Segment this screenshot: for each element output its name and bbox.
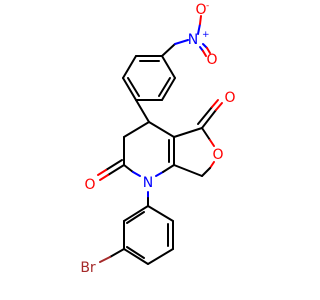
nitrophenyl-ring <box>122 55 176 101</box>
ketone-oxygen-label: O <box>224 90 235 106</box>
bond <box>161 43 176 57</box>
bond <box>161 77 176 101</box>
bond <box>206 47 211 54</box>
bond <box>174 39 189 45</box>
bond <box>202 50 207 57</box>
bond <box>201 167 211 177</box>
bond <box>199 15 202 25</box>
bond <box>97 169 107 176</box>
bond <box>99 256 111 263</box>
amide-nitrogen-label: N <box>143 175 153 191</box>
bond <box>135 99 150 123</box>
bromophenyl-ring <box>123 205 174 265</box>
bond <box>162 164 175 173</box>
amide-oxygen-label: O <box>84 177 95 193</box>
bond <box>123 121 150 138</box>
bond <box>123 248 149 265</box>
bond <box>123 205 149 222</box>
bond <box>109 248 125 258</box>
ring-oxygen-label: O <box>212 147 223 163</box>
bond <box>99 174 109 181</box>
bromine-substituent: Br <box>80 248 125 276</box>
bond-double-inner <box>126 246 145 259</box>
bond <box>201 127 211 141</box>
bond <box>201 109 217 129</box>
bond <box>148 121 175 138</box>
bond <box>197 23 201 35</box>
bond <box>123 164 134 173</box>
bond <box>107 164 125 176</box>
bond <box>215 102 223 111</box>
bond <box>155 171 164 177</box>
ketone-group: O <box>197 90 236 129</box>
pyridinone-ring <box>123 121 175 177</box>
bond <box>122 55 137 79</box>
bond <box>173 127 203 138</box>
bond-double-inner <box>158 77 171 97</box>
molecule-structure: N + O - O O O <box>80 1 236 276</box>
nitro-group: N + O - O <box>161 1 218 68</box>
nitro-nitrogen-label: N <box>188 32 198 48</box>
bond <box>211 99 219 108</box>
bond <box>147 205 174 222</box>
bond <box>105 159 123 171</box>
bond <box>147 248 174 265</box>
lactone-ring: O <box>173 127 224 177</box>
nitro-nitrogen-charge: + <box>202 30 210 40</box>
nitro-oxygen-top-label: O <box>195 2 206 18</box>
molecule-canvas: N + O - O O O <box>80 1 236 276</box>
bond <box>209 139 215 147</box>
bond <box>197 106 213 125</box>
bromine-label: Br <box>80 260 96 276</box>
bond <box>173 164 203 177</box>
bond <box>132 171 141 177</box>
nitro-oxygen-right-label: O <box>206 52 217 68</box>
bond <box>209 161 215 169</box>
bond-double-inner <box>127 77 140 97</box>
amide-carbonyl: O <box>84 159 125 193</box>
bond <box>122 77 137 101</box>
nitro-oxygen-charge: - <box>206 1 209 11</box>
bond-double-inner <box>126 211 145 224</box>
bond <box>161 55 176 79</box>
